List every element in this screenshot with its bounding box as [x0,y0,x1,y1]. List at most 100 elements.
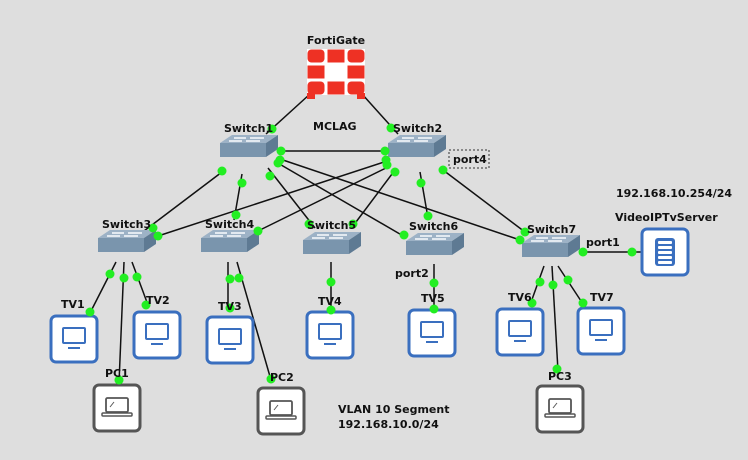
node-label-tv3: TV3 [218,300,242,313]
switch-icon [522,235,580,257]
port-dot [380,146,390,156]
node-switch7[interactable] [522,235,580,257]
fortigate-icon [307,49,365,99]
link-switch7-tv6[interactable] [529,265,545,306]
svg-text:port2: port2 [395,267,429,280]
link-switch3-tv1[interactable] [89,261,117,314]
node-switch5[interactable] [303,232,361,254]
node-label-tv1: TV1 [61,298,85,311]
port-dot [275,155,285,165]
node-switch6[interactable] [406,233,464,255]
port-dot [217,166,227,176]
port-dot [267,124,277,134]
server-ip-label: 192.168.10.254/24 [616,187,732,200]
port-dot [438,165,448,175]
switch-icon [98,230,156,252]
node-label-tv2: TV2 [146,294,170,307]
monitor-icon [495,307,545,357]
port-dot [429,304,439,314]
port-dot [105,269,115,279]
node-label-tv5: TV5 [421,292,445,305]
node-switch2[interactable] [388,135,446,157]
switch-icon [406,233,464,255]
port-dot [548,280,558,290]
link-switch1-switch7[interactable] [276,157,521,241]
port-dot [348,219,358,229]
port-dot [423,211,433,221]
node-tv7[interactable] [576,306,626,356]
port-label-port1: port1 [586,236,620,249]
node-label-tv6: TV6 [508,291,532,304]
switch-icon [388,135,446,157]
node-tv6[interactable] [495,307,545,357]
node-switch1[interactable] [220,135,278,157]
monitor-icon [305,310,355,360]
node-pc3[interactable] [535,384,585,434]
port-label-port4: port4 [448,149,490,169]
node-switch3[interactable] [98,230,156,252]
port-dot [114,375,124,385]
monitor-icon [407,308,457,358]
port-dot [153,231,163,241]
port-dot [265,171,275,181]
port-dot [326,277,336,287]
node-tv5[interactable] [407,308,457,358]
link-switch2-switch3[interactable] [157,161,385,237]
node-label-fortigate: FortiGate [307,34,365,47]
node-tv2[interactable] [132,310,182,360]
port-dot [141,300,151,310]
node-label-server: VideoIPTvServer [615,211,718,224]
node-label-switch5: Switch5 [307,219,356,232]
link-switch2-switch4[interactable] [259,167,387,231]
node-tv1[interactable] [49,314,99,364]
laptop-icon [256,386,306,436]
node-pc1[interactable] [92,383,142,433]
port-dot [266,374,276,384]
switch-icon [201,230,259,252]
monitor-icon [576,306,626,356]
port-dot [390,167,400,177]
svg-text:port1: port1 [586,236,620,249]
server-icon [640,227,690,277]
port-dot [225,303,235,313]
switch-icon [303,232,361,254]
node-server[interactable] [640,227,690,277]
node-tv3[interactable] [205,315,255,365]
port-dot [578,298,588,308]
monitor-icon [205,315,255,365]
port-dot [563,275,573,285]
vlan-subnet-label: 192.168.10.0/24 [338,418,439,431]
node-label-switch4: Switch4 [205,218,254,231]
port-dot [225,274,235,284]
port-dot [132,272,142,282]
link-switch1-switch5[interactable] [267,167,316,229]
link-switch2-switch5[interactable] [352,169,396,227]
labels-layer: MCLAG 192.168.10.254/24 VLAN 10 Segment … [61,34,732,431]
node-label-pc2: PC2 [270,371,294,384]
port-dot [253,226,263,236]
link-switch7-tv7[interactable] [557,265,584,305]
link-switch2-switch7[interactable] [442,169,526,233]
port-dot [234,273,244,283]
laptop-icon [535,384,585,434]
node-switch4[interactable] [201,230,259,252]
port-dot [520,227,530,237]
port-dot [399,230,409,240]
node-pc2[interactable] [256,386,306,436]
port-dot [535,277,545,287]
node-label-pc1: PC1 [105,367,129,380]
monitor-icon [132,310,182,360]
port-dot [119,273,129,283]
port-dot [231,210,241,220]
node-fortigate[interactable] [307,49,365,99]
port-dot [148,223,158,233]
vlan-title-label: VLAN 10 Segment [338,403,449,416]
port-dot [552,364,562,374]
link-switch1-switch6[interactable] [275,161,406,238]
port-dot [276,146,286,156]
port-dot [429,278,439,288]
port-dots-layer [85,123,637,385]
port-dot [627,247,637,257]
link-switch3-tv2[interactable] [131,261,149,306]
node-tv4[interactable] [305,310,355,360]
